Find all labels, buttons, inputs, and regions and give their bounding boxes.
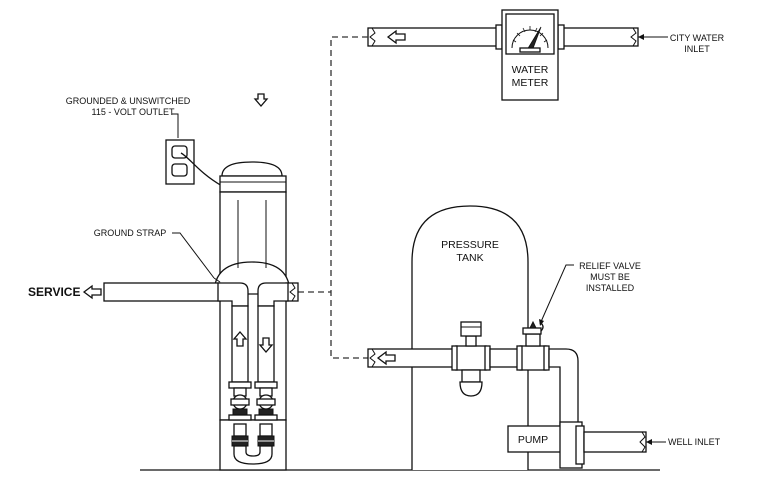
water-meter-label-1: WATER <box>512 64 549 76</box>
city-water-inlet-callout: CITY WATER INLET <box>638 33 725 54</box>
electrical-outlet: GROUNDED & UNSWITCHED 115 - VOLT OUTLET <box>66 96 223 187</box>
relief-valve-label-1: RELIEF VALVE <box>579 261 641 271</box>
relief-valve-callout: RELIEF VALVE MUST BE INSTALLED <box>539 261 641 326</box>
city-water-inlet-label-2: INLET <box>684 44 710 54</box>
well-inlet-label: WELL INLET <box>668 437 721 447</box>
outlet-label-2: 115 - VOLT OUTLET <box>91 107 175 117</box>
service-arrow-icon <box>82 284 102 300</box>
pressure-tank-label-1: PRESSURE <box>441 239 499 251</box>
up-arrow-icon <box>232 331 248 347</box>
outlet-label-1: GROUNDED & UNSWITCHED <box>66 96 191 106</box>
flow-left-arrow-icon <box>386 29 406 45</box>
down-arrow-icon-2 <box>258 337 274 353</box>
ground-strap-callout: GROUND STRAP <box>94 228 221 283</box>
pump-loop: PUMP WELL INLET <box>507 348 721 469</box>
water-meter: WATER METER <box>501 9 559 101</box>
tank-supply-line <box>367 320 550 397</box>
service-line: SERVICE <box>28 282 299 307</box>
relief-valve-icon <box>529 320 537 329</box>
dashed-connection <box>330 36 368 359</box>
relief-valve-label-3: INSTALLED <box>586 283 635 293</box>
service-label: SERVICE <box>28 285 80 299</box>
valve-stack <box>228 381 278 465</box>
pressure-tank-label-2: TANK <box>456 252 483 264</box>
relief-valve-label-2: MUST BE <box>590 272 630 282</box>
water-meter-label-2: METER <box>512 77 549 89</box>
pump-label: PUMP <box>518 434 548 446</box>
flow-left-arrow-icon-2 <box>376 350 396 366</box>
down-arrow-icon <box>253 93 269 107</box>
ground-strap-label: GROUND STRAP <box>94 228 167 238</box>
treatment-unit <box>213 161 291 471</box>
city-water-inlet-label-1: CITY WATER <box>670 33 725 43</box>
